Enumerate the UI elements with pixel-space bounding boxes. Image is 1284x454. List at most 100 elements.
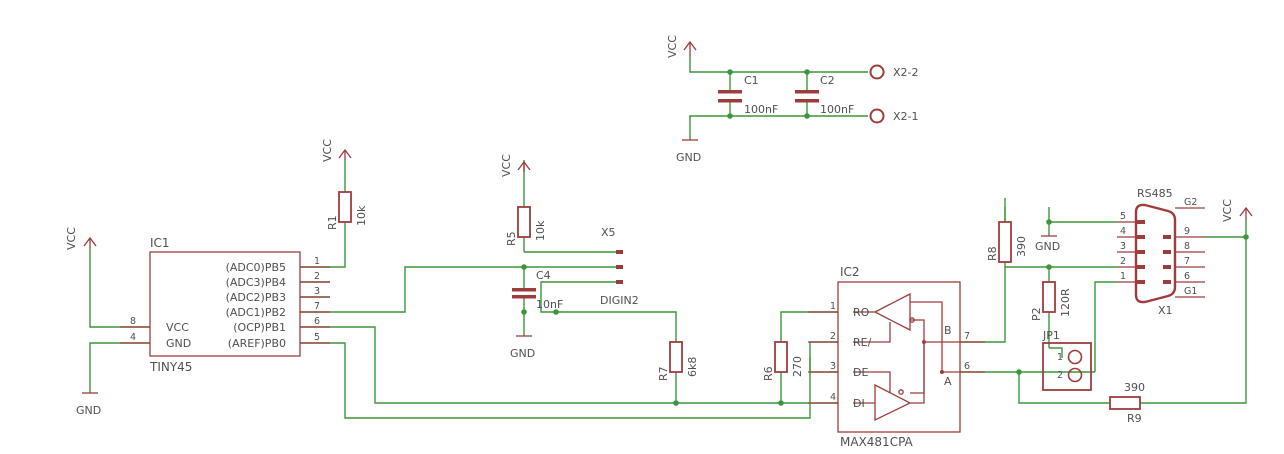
vcc-symbol-x1: VCC bbox=[1221, 199, 1253, 222]
svg-text:100nF: 100nF bbox=[744, 103, 778, 116]
svg-text:10nF: 10nF bbox=[536, 298, 563, 311]
svg-text:8: 8 bbox=[1184, 241, 1190, 252]
svg-text:(OCP)PB1: (OCP)PB1 bbox=[233, 321, 286, 334]
svg-text:VCC: VCC bbox=[321, 139, 334, 162]
svg-text:X2-1: X2-1 bbox=[893, 110, 919, 123]
svg-text:VCC: VCC bbox=[65, 227, 78, 250]
svg-text:2: 2 bbox=[1120, 256, 1126, 267]
svg-text:7: 7 bbox=[964, 331, 970, 342]
svg-text:2: 2 bbox=[1057, 370, 1063, 381]
svg-text:270: 270 bbox=[791, 356, 804, 377]
svg-text:(ADC2)PB3: (ADC2)PB3 bbox=[226, 291, 286, 304]
svg-text:R9: R9 bbox=[1127, 412, 1142, 425]
pad-x2-2: X2-2 bbox=[869, 64, 919, 80]
svg-text:1: 1 bbox=[830, 301, 836, 312]
svg-text:3: 3 bbox=[830, 361, 836, 372]
svg-text:6: 6 bbox=[314, 316, 320, 327]
svg-text:8: 8 bbox=[130, 316, 136, 327]
resistor-r5: R5 10k bbox=[505, 206, 547, 246]
svg-text:4: 4 bbox=[1120, 226, 1126, 237]
svg-text:VCC: VCC bbox=[1221, 199, 1234, 222]
connector-x5: X5 DIGIN2 bbox=[600, 226, 639, 307]
svg-text:1: 1 bbox=[1057, 352, 1063, 363]
svg-text:C4: C4 bbox=[536, 269, 551, 282]
svg-text:3: 3 bbox=[314, 286, 320, 297]
svg-text:VCC: VCC bbox=[666, 35, 679, 58]
ic1-tiny45: IC1 TINY45 8 4 VCC GND 1 2 3 7 6 5 (ADC0… bbox=[120, 236, 330, 374]
ic2-max481: IC2 MAX481CPA 1 2 3 4 RO RE/ DE DI 7 bbox=[808, 265, 985, 449]
svg-text:9: 9 bbox=[1184, 226, 1190, 237]
resistor-r9: 390 R9 bbox=[1109, 381, 1145, 425]
svg-text:R7: R7 bbox=[657, 366, 670, 381]
svg-text:1: 1 bbox=[314, 256, 320, 267]
svg-text:5: 5 bbox=[314, 332, 320, 343]
svg-text:120R: 120R bbox=[1059, 288, 1072, 317]
svg-text:6: 6 bbox=[964, 361, 970, 372]
resistor-r7: R7 6k8 bbox=[657, 341, 699, 381]
svg-text:G2: G2 bbox=[1184, 197, 1197, 208]
svg-text:TINY45: TINY45 bbox=[149, 360, 192, 374]
svg-text:VCC: VCC bbox=[500, 154, 513, 177]
connector-x1-rs485: RS485 X1 5 4 3 2 1 9 8 7 6 G2 G1 bbox=[1117, 187, 1205, 317]
gnd-symbol-ic1: GND bbox=[76, 392, 101, 417]
svg-text:4: 4 bbox=[130, 332, 136, 343]
svg-text:3: 3 bbox=[1120, 241, 1126, 252]
svg-text:2: 2 bbox=[830, 331, 836, 342]
resistor-p2: P2 120R bbox=[1030, 281, 1072, 321]
resistor-r6: R6 270 bbox=[762, 341, 804, 381]
svg-text:VCC: VCC bbox=[166, 321, 189, 334]
svg-text:C2: C2 bbox=[820, 74, 835, 87]
svg-text:IC1: IC1 bbox=[150, 236, 170, 250]
svg-text:R8: R8 bbox=[986, 246, 999, 261]
svg-text:DE: DE bbox=[853, 366, 868, 379]
svg-text:MAX481CPA: MAX481CPA bbox=[840, 435, 914, 449]
svg-text:DI: DI bbox=[853, 397, 865, 410]
pad-x2-1: X2-1 bbox=[869, 108, 919, 124]
svg-text:10k: 10k bbox=[355, 205, 368, 226]
svg-text:R5: R5 bbox=[505, 231, 518, 246]
svg-text:(ADC3)PB4: (ADC3)PB4 bbox=[226, 276, 286, 289]
svg-text:G1: G1 bbox=[1184, 286, 1197, 297]
svg-text:C1: C1 bbox=[744, 74, 759, 87]
svg-text:(ADC1)PB2: (ADC1)PB2 bbox=[226, 306, 286, 319]
svg-text:IC2: IC2 bbox=[840, 265, 860, 279]
svg-text:JP1: JP1 bbox=[1042, 329, 1060, 342]
vcc-symbol-ic1: VCC bbox=[65, 227, 97, 250]
svg-text:X5: X5 bbox=[601, 226, 616, 239]
svg-text:RO: RO bbox=[853, 306, 870, 319]
vcc-symbol-r5: VCC bbox=[500, 154, 531, 177]
svg-text:390: 390 bbox=[1015, 236, 1028, 257]
resistor-r1: R1 10k bbox=[326, 191, 368, 230]
svg-text:RS485: RS485 bbox=[1137, 187, 1173, 200]
svg-text:R1: R1 bbox=[326, 215, 339, 230]
svg-text:6k8: 6k8 bbox=[686, 357, 699, 377]
svg-text:390: 390 bbox=[1124, 381, 1145, 394]
svg-text:5: 5 bbox=[1120, 211, 1126, 222]
resistor-r8: R8 390 bbox=[986, 221, 1028, 263]
svg-text:GND: GND bbox=[166, 337, 191, 350]
svg-text:X1: X1 bbox=[1158, 304, 1173, 317]
gnd-symbol-c4: GND bbox=[510, 335, 535, 360]
svg-text:7: 7 bbox=[314, 301, 320, 312]
svg-text:GND: GND bbox=[676, 151, 701, 164]
svg-text:DIGIN2: DIGIN2 bbox=[600, 294, 639, 307]
svg-text:X2-2: X2-2 bbox=[893, 66, 919, 79]
junctions bbox=[521, 69, 1249, 406]
svg-text:10k: 10k bbox=[534, 220, 547, 241]
svg-text:P2: P2 bbox=[1030, 307, 1043, 321]
svg-text:(ADC0)PB5: (ADC0)PB5 bbox=[226, 261, 286, 274]
svg-text:B: B bbox=[944, 324, 952, 337]
svg-text:(AREF)PB0: (AREF)PB0 bbox=[228, 337, 286, 350]
vcc-symbol-r1: VCC bbox=[321, 139, 352, 162]
svg-text:R6: R6 bbox=[762, 366, 775, 381]
svg-text:6: 6 bbox=[1184, 271, 1190, 282]
svg-text:GND: GND bbox=[76, 404, 101, 417]
gnd-symbol-x1: GND bbox=[1035, 235, 1060, 253]
svg-text:7: 7 bbox=[1184, 256, 1190, 267]
svg-text:GND: GND bbox=[510, 347, 535, 360]
svg-text:GND: GND bbox=[1035, 240, 1060, 253]
capacitor-c1: C1 100nF bbox=[718, 74, 778, 116]
svg-text:1: 1 bbox=[1120, 271, 1126, 282]
vcc-symbol-top: VCC bbox=[666, 35, 697, 58]
